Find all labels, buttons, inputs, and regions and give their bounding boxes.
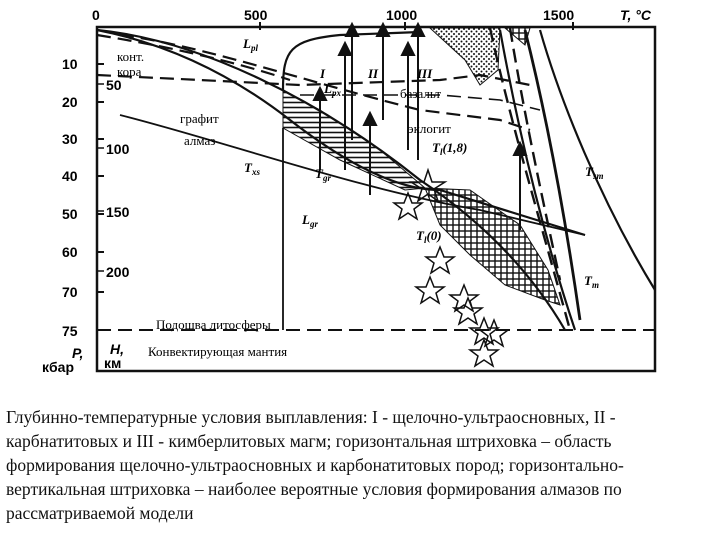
- label-lpx: Lpx: [323, 81, 341, 98]
- h-tick-200: 200: [106, 264, 130, 280]
- tsm-curve: [538, 29, 656, 291]
- graphite-diamond-line: [119, 114, 586, 236]
- p-tick-20: 20: [62, 94, 78, 110]
- h-tick-50: 50: [106, 77, 122, 93]
- h-axis-label: H,: [110, 341, 124, 357]
- t-axis-label: T, °C: [620, 7, 652, 23]
- p-tick-10: 10: [62, 56, 78, 72]
- tl18-curve: [498, 29, 577, 331]
- tl-dashed-curve-2: [508, 27, 562, 281]
- dashed-curves: [96, 27, 655, 331]
- star: [447, 282, 481, 313]
- label-crust: конт.: [117, 49, 144, 64]
- zone-label-3: III: [416, 66, 433, 81]
- melt-arrows: [312, 21, 528, 230]
- t-tick-1000: 1000: [386, 7, 417, 23]
- diagram-svg: 0 500 1000 1500 T, °C 10 20 30 40 50 60 …: [42, 7, 657, 375]
- upper-dashed: [96, 33, 291, 82]
- tl0-curve: [96, 28, 566, 331]
- label-tl18: Tl(1,8): [432, 140, 467, 157]
- label-diamond: алмаз: [184, 133, 215, 148]
- dotted-region: [428, 27, 501, 86]
- lpx-curve: [119, 33, 531, 132]
- label-lpl: Lpl: [242, 36, 258, 53]
- zone-label-2: II: [367, 66, 379, 81]
- star: [467, 337, 501, 368]
- label-convecting-mantle: Конвектирующая мантия: [148, 344, 287, 359]
- t-tick-500: 500: [244, 7, 268, 23]
- label-eclogite: эклогит: [408, 121, 451, 136]
- label-graphite: графит: [180, 111, 219, 126]
- star: [391, 190, 425, 221]
- h-tick-150: 150: [106, 204, 130, 220]
- kimberlite-stars: [391, 167, 511, 368]
- basalt-eclogite-line: [300, 94, 541, 111]
- h-axis-ticks: [97, 83, 104, 272]
- crust-base-line: [96, 73, 531, 87]
- label-txs: Txs: [244, 160, 260, 177]
- label-basalt: базальт: [400, 86, 441, 101]
- figure-caption: Глубинно-температурные условия выплавлен…: [6, 407, 624, 523]
- label-tsm: Tsm: [585, 164, 603, 181]
- p-tick-60: 60: [62, 244, 78, 260]
- label-tgr: Tgr: [315, 166, 331, 183]
- p-tick-70: 70: [62, 284, 78, 300]
- p-tick-50: 50: [62, 206, 78, 222]
- alkaline-ultrabasic-region: [282, 89, 427, 191]
- label-tm: Tm: [584, 273, 599, 290]
- t-tick-1500: 1500: [543, 7, 574, 23]
- star: [423, 244, 457, 275]
- star: [451, 295, 485, 326]
- tsm-left-curve: [523, 29, 582, 321]
- label-lithosphere-base: Подошва литосферы: [156, 317, 271, 332]
- star: [413, 274, 447, 305]
- p-tick-30: 30: [62, 131, 78, 147]
- tl-dashed-curve: [488, 27, 572, 331]
- p-axis-unit: кбар: [42, 359, 74, 375]
- p-axis-ticks: [97, 63, 104, 331]
- phase-diagram: 0 500 1000 1500 T, °C 10 20 30 40 50 60 …: [42, 7, 657, 375]
- plot-frame: [95, 25, 657, 373]
- t-axis: [259, 22, 574, 30]
- h-tick-100: 100: [106, 141, 130, 157]
- label-crust-2: кора: [117, 64, 142, 79]
- p-tick-75: 75: [62, 323, 78, 339]
- p-axis-label: P,: [72, 345, 83, 361]
- label-tl0: Tl(0): [416, 228, 442, 245]
- label-lgr: Lgr: [301, 212, 318, 229]
- p-tick-40: 40: [62, 168, 78, 184]
- star: [477, 317, 511, 348]
- h-axis-unit: км: [104, 355, 121, 371]
- zone-label-1: I: [319, 66, 326, 81]
- t-tick-0: 0: [92, 7, 100, 23]
- star: [408, 167, 448, 203]
